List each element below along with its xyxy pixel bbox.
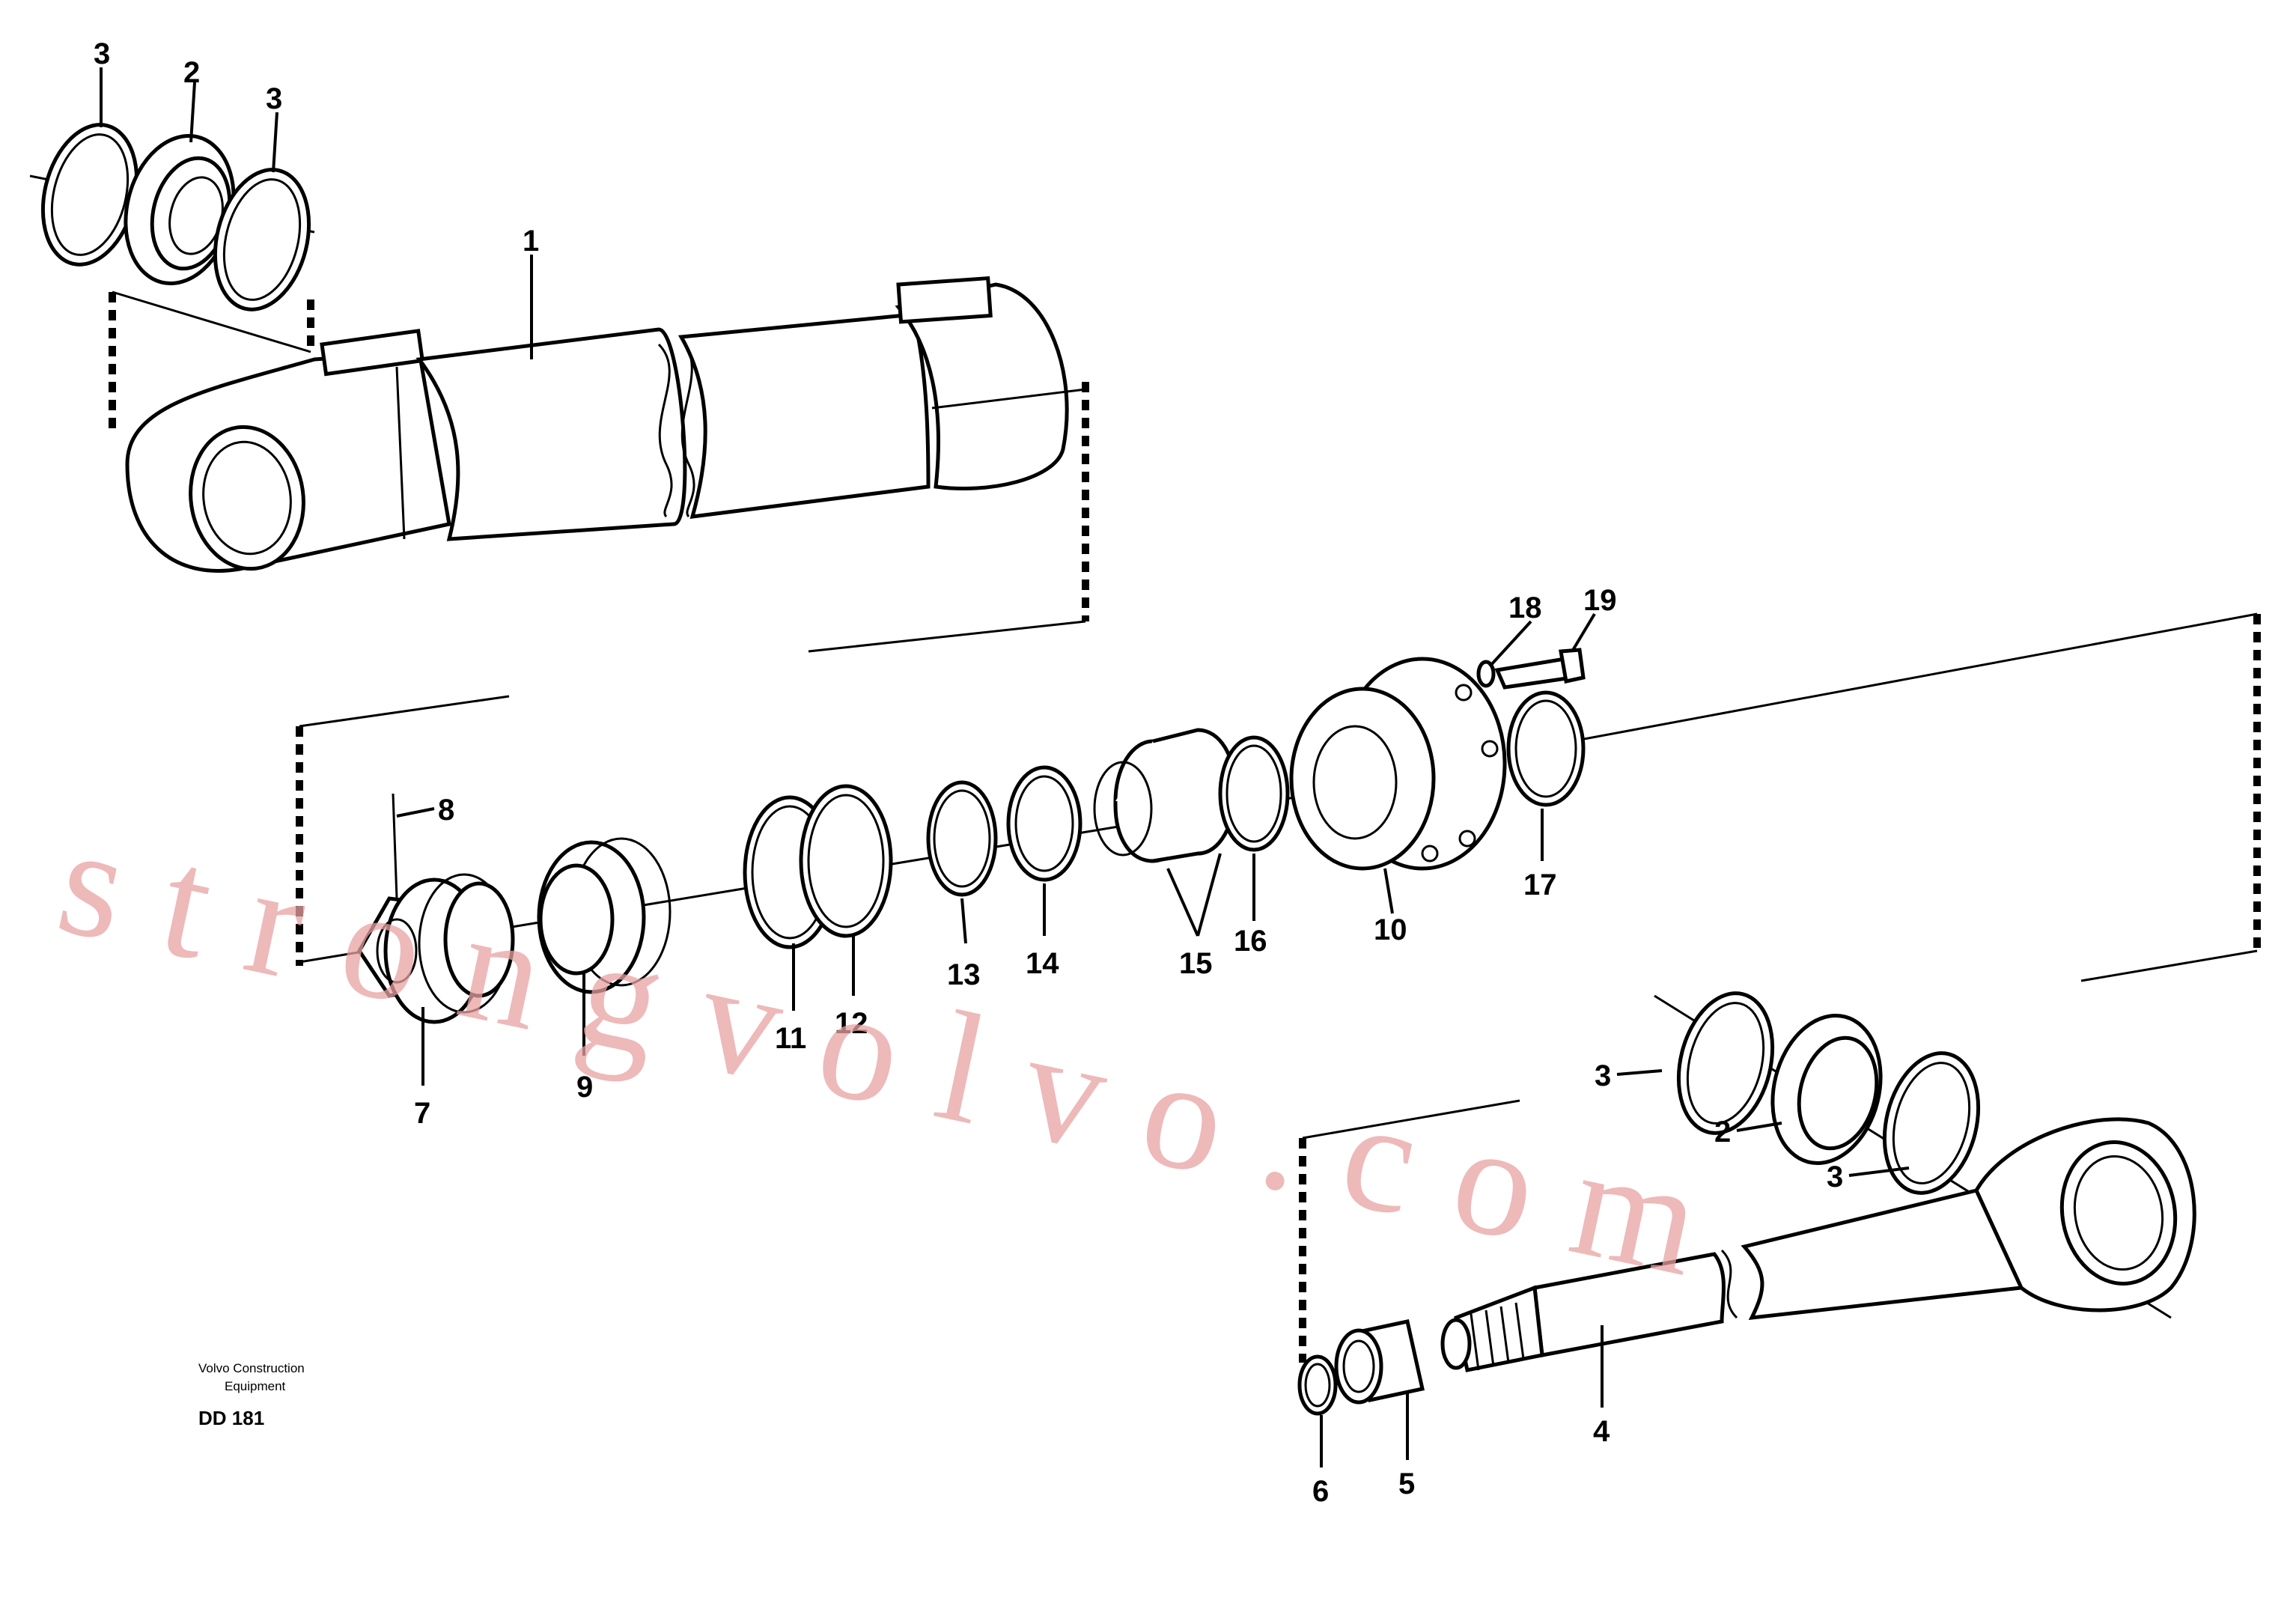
guide-bushing-15 <box>1093 728 1237 863</box>
label-10: 10 <box>1374 913 1407 946</box>
ring-17 <box>1506 690 1586 807</box>
cylinder-tube-1 <box>125 276 1069 573</box>
label-4: 4 <box>1593 1415 1610 1448</box>
label-17: 17 <box>1523 869 1557 901</box>
ring-16 <box>1218 735 1290 852</box>
footer-company-line1: Volvo Construction <box>198 1361 305 1375</box>
label-7: 7 <box>414 1097 430 1130</box>
label-16: 16 <box>1234 925 1267 958</box>
upper-bearing-assembly <box>29 123 315 311</box>
label-9: 9 <box>576 1071 593 1104</box>
footer-caption: Volvo Construction Equipment DD 181 <box>198 1361 305 1429</box>
label-12: 12 <box>835 1007 868 1040</box>
footer-company-line2: Equipment <box>225 1379 286 1393</box>
label-8: 8 <box>438 794 454 827</box>
watermark-text: strongvolvo.com <box>45 792 1756 1318</box>
cylinder-head-10 <box>1289 657 1507 871</box>
label-3-lower-left: 3 <box>1595 1059 1611 1092</box>
label-19: 19 <box>1583 584 1617 617</box>
label-15: 15 <box>1179 947 1213 980</box>
label-13: 13 <box>947 958 981 991</box>
piston-9 <box>537 837 672 994</box>
bushing-5 <box>1334 1319 1425 1405</box>
circlip-3-lower-right <box>1882 1051 1981 1195</box>
label-18: 18 <box>1508 591 1542 624</box>
label-3-top-left: 3 <box>94 37 110 70</box>
washer-18 <box>1476 660 1496 688</box>
leader-lines <box>100 67 1910 1467</box>
circlip-13 <box>926 780 998 897</box>
label-3-top-right: 3 <box>266 82 282 115</box>
ring-14 <box>1006 765 1082 882</box>
seal-ring-12 <box>799 784 893 938</box>
piston-rod-4 <box>1440 1117 2196 1372</box>
label-5: 5 <box>1398 1467 1415 1500</box>
label-1: 1 <box>523 225 539 258</box>
label-2-top: 2 <box>183 56 200 89</box>
label-2-lower: 2 <box>1714 1116 1731 1149</box>
label-3-lower-right: 3 <box>1827 1161 1843 1193</box>
piston-nut-7 <box>357 873 515 1024</box>
label-14: 14 <box>1026 947 1059 980</box>
drawing-code: DD 181 <box>198 1407 264 1429</box>
label-11: 11 <box>775 1022 806 1055</box>
label-6: 6 <box>1312 1475 1329 1508</box>
part-labels: 3 2 3 1 18 19 8 17 10 16 15 14 13 12 11 … <box>94 37 1843 1508</box>
screw-19 <box>1494 657 1575 690</box>
